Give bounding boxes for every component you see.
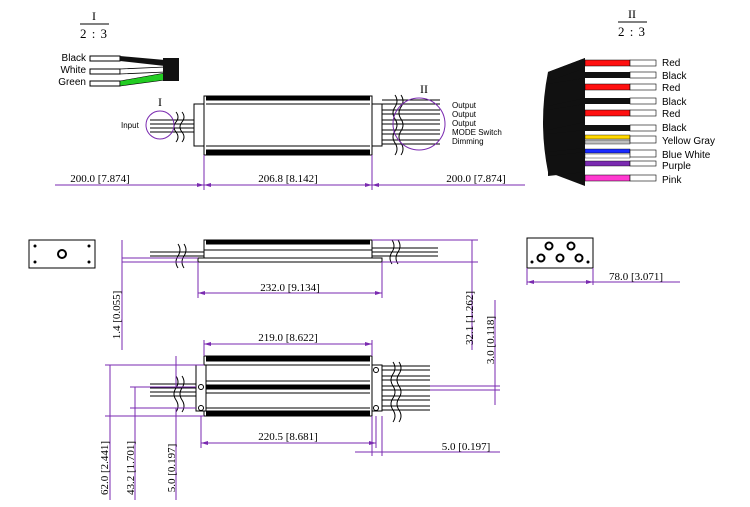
callout-ii: II — [420, 82, 428, 96]
detail-i-wires: Black White Green — [58, 53, 179, 88]
callout-i: I — [158, 95, 162, 109]
right-end-view: 78.0 [3.071] — [526, 237, 680, 285]
wire-label-black-3: Black — [662, 123, 687, 134]
dim-top-right-lead: 200.0 [7.874] — [446, 173, 506, 185]
output-label-1: Output — [452, 101, 477, 110]
wire-label-black: Black — [62, 53, 87, 64]
wire-label-blue-white: Blue White — [662, 150, 711, 161]
wire-label-red-3: Red — [662, 109, 680, 120]
detail-ii-scale: 2 : 3 — [618, 24, 646, 39]
dim-side-flange-length: 232.0 [9.134] — [260, 282, 320, 294]
wire-label-white: White — [60, 65, 86, 76]
dim-bottom-body-length: 219.0 [8.622] — [258, 332, 318, 344]
detail-ii-wires: Red Black Red Black Red Black Yellow Gra… — [543, 58, 715, 186]
dim-top-body-length: 206.8 [8.142] — [258, 173, 318, 185]
wire-label-yellow-gray: Yellow Gray — [662, 136, 715, 147]
dim-end-width: 78.0 [3.071] — [609, 271, 663, 283]
dim-top-left-lead: 200.0 [7.874] — [70, 173, 130, 185]
dim-bottom-hole-offset: 5.0 [0.197] — [166, 444, 178, 493]
dimming-label: Dimming — [452, 137, 484, 146]
detail-i-header: I 2 : 3 — [80, 9, 109, 41]
wire-label-black-2: Black — [662, 97, 687, 108]
wire-label-pink: Pink — [662, 175, 682, 186]
detail-i-roman: I — [92, 9, 96, 23]
wire-label-green: Green — [58, 77, 86, 88]
side-view: 232.0 [9.134] 32.1 [1.262] 1.4 [0.055] — [111, 239, 478, 350]
detail-ii-roman: II — [628, 7, 636, 21]
mode-switch-label: MODE Switch — [452, 128, 502, 137]
output-label-2: Output — [452, 110, 477, 119]
detail-ii-header: II 2 : 3 — [618, 7, 647, 39]
wire-label-red-2: Red — [662, 83, 680, 94]
dim-side-flange-thickness: 1.4 [0.055] — [111, 291, 123, 340]
wire-label-purple: Purple — [662, 161, 691, 172]
dim-bottom-slot-width: 5.0 [0.197] — [442, 441, 491, 453]
wire-label-red-1: Red — [662, 58, 680, 69]
dim-side-height: 32.1 [1.262] — [464, 291, 476, 345]
dim-bottom-slot-dim: 3.0 [0.118] — [485, 316, 497, 364]
dim-bottom-hole-spacing: 43.2 [1.701] — [125, 441, 137, 495]
top-view: I Input II Output Output Output MODE Swi… — [55, 82, 525, 190]
bottom-view: 219.0 [8.622] 220.5 [8.681] 5.0 [0.197] … — [99, 300, 500, 500]
input-label: Input — [121, 121, 140, 130]
dim-bottom-total-width: 62.0 [2.441] — [99, 441, 111, 495]
detail-i-scale: 2 : 3 — [80, 26, 108, 41]
left-end-view — [28, 239, 96, 269]
dim-bottom-flange-length: 220.5 [8.681] — [258, 431, 318, 443]
output-label-3: Output — [452, 119, 477, 128]
wire-label-black-1: Black — [662, 71, 687, 82]
